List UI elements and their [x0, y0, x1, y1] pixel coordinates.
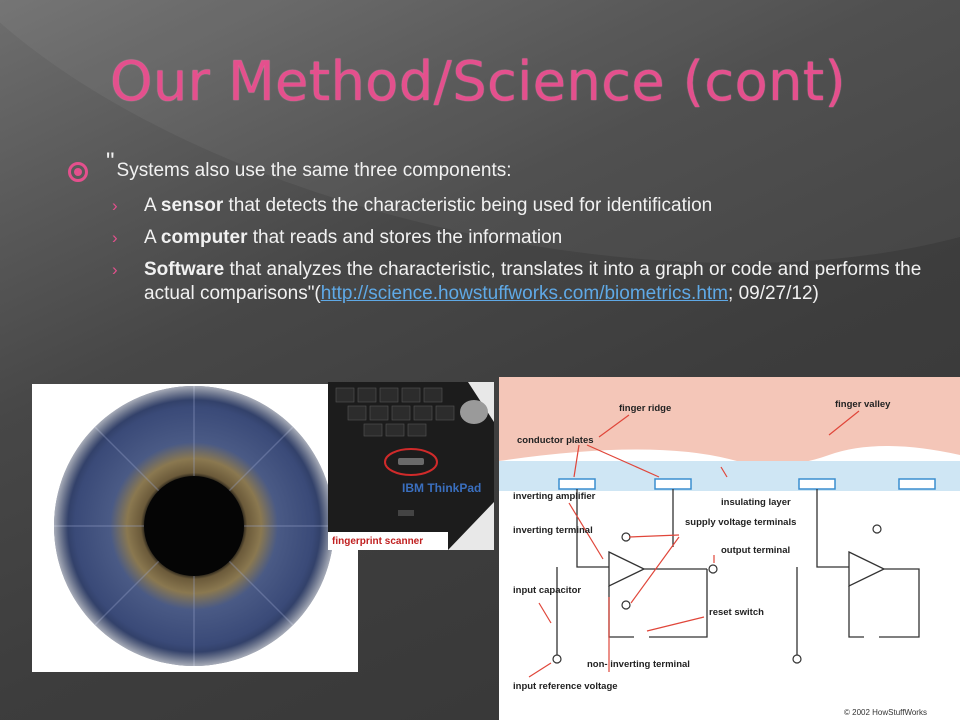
label-input-capacitor: input capacitor [513, 585, 581, 596]
sub-item-computer: › A computer that reads and stores the i… [112, 226, 928, 250]
circuit-illustration: finger ridge finger valley conductor pla… [499, 377, 960, 720]
label-insulating-layer: insulating layer [721, 497, 791, 508]
chevron-right-icon: › [112, 228, 118, 247]
capacitive-scanner-diagram: finger ridge finger valley conductor pla… [499, 377, 960, 720]
label-finger-valley: finger valley [835, 399, 891, 410]
sub-item-tail: ; 09/27/12) [728, 283, 819, 304]
main-bullet: " Systems also use the same three compon… [68, 150, 928, 184]
sub-item-post: that detects the characteristic being us… [223, 195, 713, 216]
slide-title: Our Method/Science (cont) [110, 50, 847, 113]
slide-body: " Systems also use the same three compon… [68, 150, 928, 314]
sub-item-bold: computer [160, 227, 248, 248]
iris-illustration [54, 386, 334, 666]
sub-list: › A sensor that detects the characterist… [68, 194, 928, 306]
sub-item-text: A computer that reads and stores the inf… [144, 226, 562, 250]
sub-item-bold: Software [144, 259, 225, 280]
sub-item-pre: A [144, 195, 161, 216]
main-bullet-text: Systems also use the same three componen… [116, 160, 512, 181]
sub-item-software: › Software that analyzes the characteris… [112, 258, 928, 306]
sub-item-pre: A [144, 227, 161, 248]
label-reset-switch: reset switch [709, 607, 764, 618]
label-output-terminal: output terminal [721, 545, 790, 556]
quote-mark: " [106, 148, 115, 175]
brand-text: IBM ThinkPad [402, 481, 481, 495]
chevron-right-icon: › [112, 196, 118, 215]
laptop-illustration: IBM ThinkPad fingerprint scanner [328, 382, 494, 550]
label-supply-voltage: supply voltage terminals [685, 517, 796, 528]
label-input-reference: input reference voltage [513, 681, 618, 692]
label-inverting-amplifier: inverting amplifier [513, 491, 596, 502]
label-finger-ridge: finger ridge [619, 403, 671, 414]
sub-item-sensor: › A sensor that detects the characterist… [112, 194, 928, 218]
sub-item-text: Software that analyzes the characteristi… [144, 258, 928, 306]
scanner-caption: fingerprint scanner [332, 536, 423, 547]
label-inverting-terminal: inverting terminal [513, 525, 593, 536]
label-non-inverting: non- inverting terminal [587, 659, 690, 670]
sub-item-post: that analyzes the characteristic, transl… [144, 259, 922, 304]
sub-item-post: that reads and stores the information [247, 227, 563, 248]
label-conductor-plates: conductor plates [517, 435, 594, 446]
target-bullet-icon [68, 162, 88, 182]
diagram-copyright: © 2002 HowStuffWorks [844, 708, 927, 717]
fingerprint-scanner-image: IBM ThinkPad fingerprint scanner [328, 382, 494, 550]
sub-item-text: A sensor that detects the characteristic… [144, 194, 712, 218]
iris-image [32, 384, 358, 672]
chevron-right-icon: › [112, 260, 118, 279]
source-link[interactable]: http://science.howstuffworks.com/biometr… [320, 283, 729, 304]
sub-item-bold: sensor [160, 195, 224, 216]
